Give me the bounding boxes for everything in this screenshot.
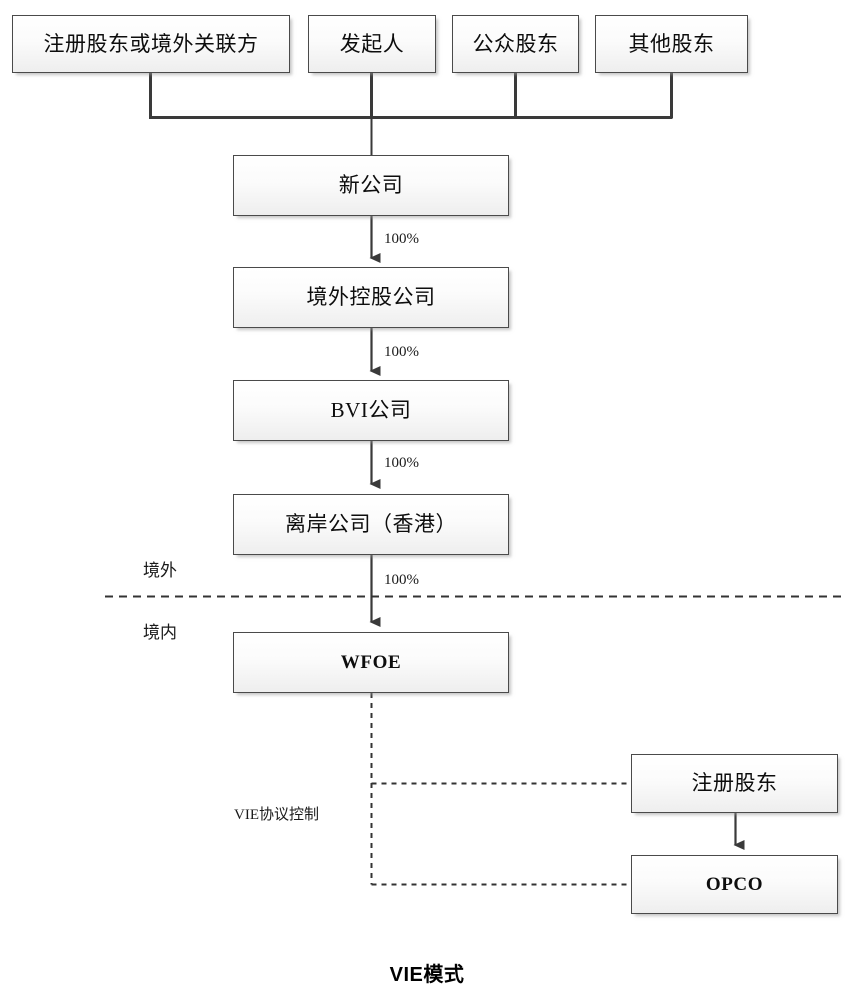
zone-label-onshore: 境内 (143, 623, 177, 642)
node-label: 注册股东 (691, 771, 778, 796)
node-registered-shareholder[interactable]: 注册股东 (631, 754, 838, 813)
shareholders-bus (149, 73, 673, 119)
node-new-company[interactable]: 新公司 (233, 155, 509, 216)
edge-label-hk-to-wfoe: 100% (384, 572, 419, 588)
node-label: 离岸公司（香港） (285, 512, 457, 537)
node-wfoe[interactable]: WFOE (233, 632, 509, 693)
edge-label-offshore-holding-to-bvi: 100% (384, 344, 419, 360)
node-label: 发起人 (339, 31, 405, 56)
node-promoter[interactable]: 发起人 (308, 15, 436, 73)
vie-control-label: VIE协议控制 (234, 807, 319, 823)
vie-control-paths (370, 693, 630, 886)
zone-label-offshore: 境外 (143, 561, 177, 580)
node-label: 境外控股公司 (306, 285, 436, 310)
node-opco[interactable]: OPCO (631, 855, 838, 914)
node-shareholder-registered-or-offshore-affiliate[interactable]: 注册股东或境外关联方 (12, 15, 290, 73)
node-public-shareholders[interactable]: 公众股东 (452, 15, 579, 73)
node-label: OPCO (705, 873, 764, 895)
node-bvi-company[interactable]: BVI公司 (233, 380, 509, 441)
node-other-shareholders[interactable]: 其他股东 (595, 15, 748, 73)
node-offshore-holding-company[interactable]: 境外控股公司 (233, 267, 509, 328)
edge-label-new-to-offshore-holding: 100% (384, 231, 419, 247)
node-offshore-company-hk[interactable]: 离岸公司（香港） (233, 494, 509, 555)
edge-label-bvi-to-hk: 100% (384, 455, 419, 471)
node-label: 公众股东 (472, 31, 559, 56)
diagram-caption: VIE模式 (389, 964, 465, 986)
node-label: 其他股东 (628, 31, 715, 56)
node-label: BVI公司 (330, 398, 412, 423)
node-label: 新公司 (338, 173, 404, 198)
node-label: WFOE (340, 651, 402, 673)
node-label: 注册股东或境外关联方 (43, 31, 259, 56)
